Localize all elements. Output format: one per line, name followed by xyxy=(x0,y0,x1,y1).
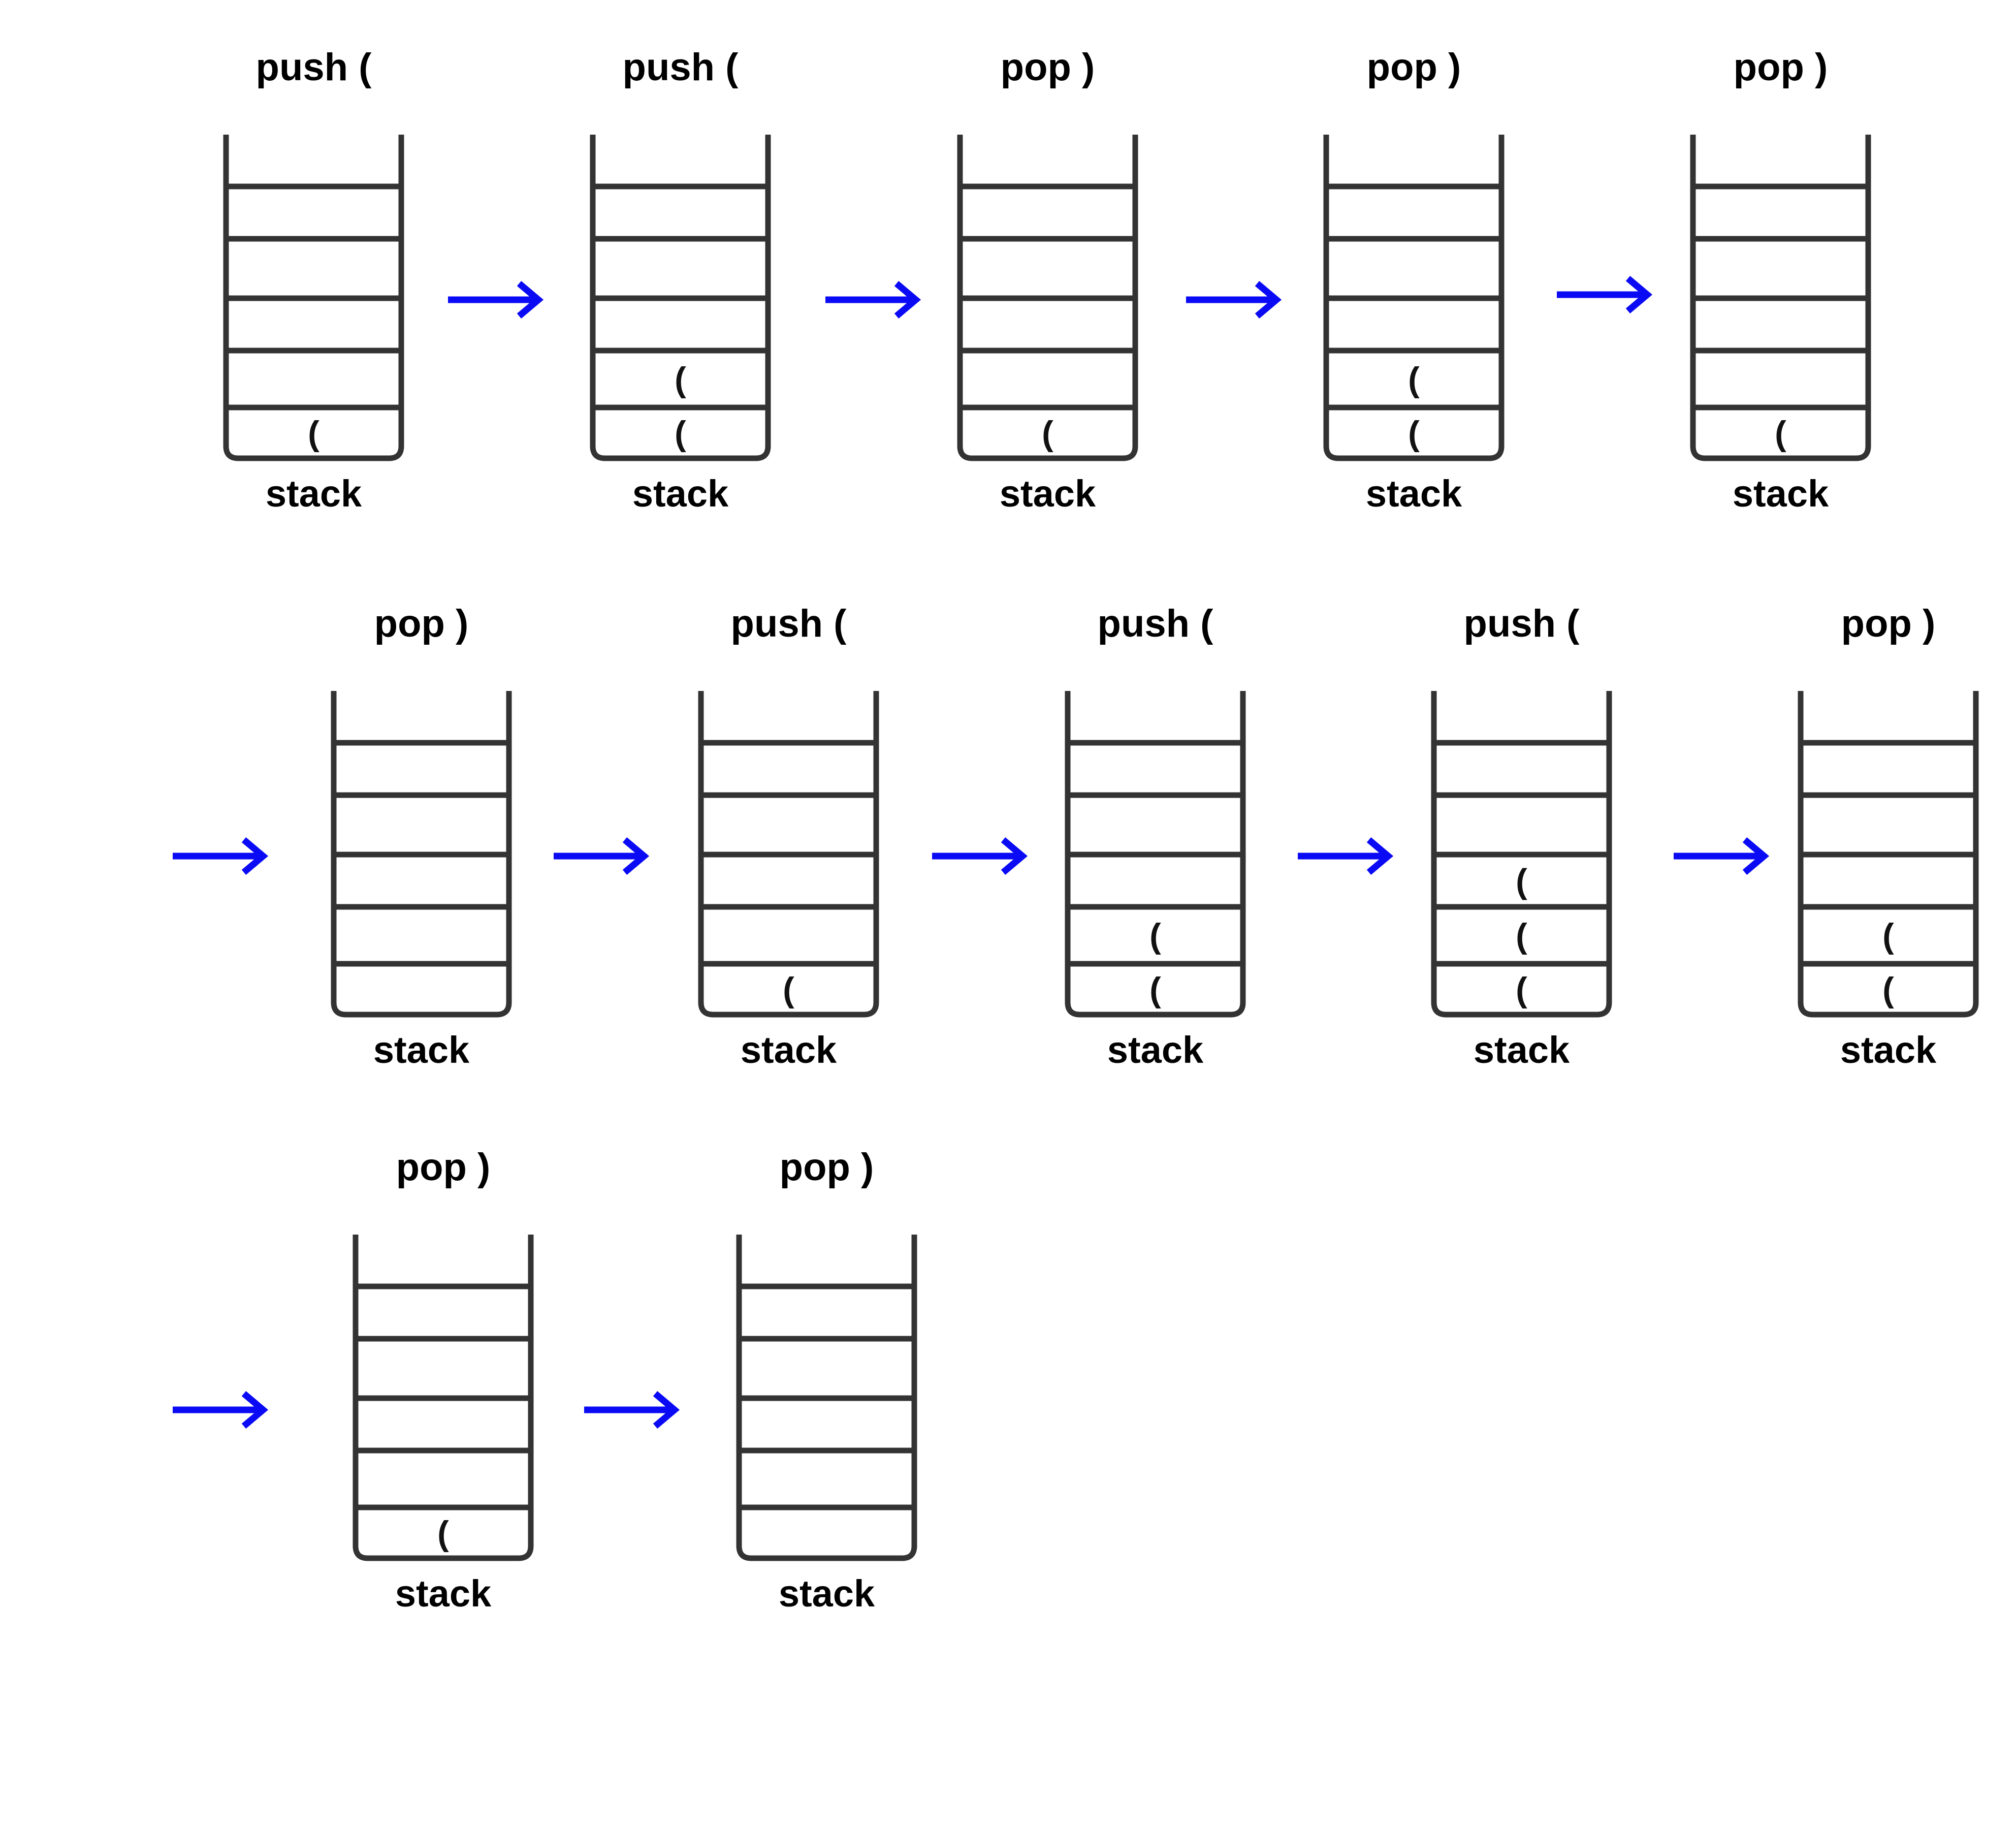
stack-container: stack xyxy=(736,1235,917,1615)
arrow-right-icon xyxy=(1557,276,1653,313)
stack-step-11: pop ) ( stack xyxy=(350,1148,625,1636)
stack-container: ( ( stack xyxy=(1798,691,1979,1071)
stack-step-4: pop ) ( ( stack xyxy=(1321,48,1595,536)
stack-step-12: pop ) stack xyxy=(734,1148,1008,1636)
stack-step-2: push ( ( ( stack xyxy=(588,48,862,536)
stack-outline xyxy=(331,691,512,1018)
stack-label: stack xyxy=(741,1029,837,1071)
stack-label: stack xyxy=(1107,1029,1204,1071)
stack-item-open-paren: ( xyxy=(675,360,686,399)
operation-label: push ( xyxy=(255,46,372,89)
stack-label: stack xyxy=(1366,472,1462,515)
stack-step-3: pop ) ( stack xyxy=(955,48,1229,536)
stack-outline xyxy=(736,1235,917,1561)
stack-outline xyxy=(957,135,1138,461)
stack-item-open-paren: ( xyxy=(1408,414,1420,453)
arrow-right-icon xyxy=(448,281,544,319)
stack-container: ( ( ( stack xyxy=(1431,691,1612,1071)
stack-container: ( stack xyxy=(957,135,1138,515)
stack-label: stack xyxy=(632,472,729,515)
stack-step-6: pop ) stack xyxy=(329,605,603,1092)
stack-item-open-paren: ( xyxy=(1516,862,1527,901)
arrow-right-icon xyxy=(1186,281,1282,319)
stack-item-open-paren: ( xyxy=(783,970,794,1009)
stack-container: ( ( stack xyxy=(1323,135,1505,515)
stack-outline xyxy=(698,691,879,1018)
stack-outline xyxy=(590,135,771,461)
operation-label: pop ) xyxy=(396,1146,491,1189)
stack-container: ( stack xyxy=(353,1235,534,1615)
arrow-right-icon xyxy=(932,837,1028,875)
stack-outline xyxy=(1065,691,1246,1018)
stack-step-5: pop ) ( stack xyxy=(1688,48,1962,536)
stack-step-9: push ( ( ( ( stack xyxy=(1429,605,1703,1092)
arrow-right-icon xyxy=(173,837,269,875)
stack-item-open-paren: ( xyxy=(1408,360,1420,399)
stack-step-10: pop ) ( ( stack xyxy=(1796,605,2016,1092)
stack-label: stack xyxy=(1474,1029,1570,1071)
stack-item-open-paren: ( xyxy=(1882,970,1894,1009)
stack-item-open-paren: ( xyxy=(1149,970,1161,1009)
arrow-right-icon xyxy=(825,281,921,319)
arrow-right-icon xyxy=(554,837,650,875)
operation-label: pop ) xyxy=(1841,602,1936,645)
stack-label: stack xyxy=(1733,472,1829,515)
stack-outline xyxy=(1690,135,1871,461)
stack-item-open-paren: ( xyxy=(675,414,686,453)
operation-label: pop ) xyxy=(1366,46,1461,89)
stack-container: stack xyxy=(331,691,512,1071)
operation-label: push ( xyxy=(1463,602,1580,645)
stack-label: stack xyxy=(373,1029,470,1071)
stack-label: stack xyxy=(1000,472,1096,515)
stack-outline xyxy=(1798,691,1979,1018)
stack-outline xyxy=(1323,135,1505,461)
arrow-right-icon xyxy=(1674,837,1770,875)
stack-item-open-paren: ( xyxy=(437,1514,449,1553)
stack-label: stack xyxy=(1840,1029,1937,1071)
stack-label: stack xyxy=(779,1572,875,1615)
stack-item-open-paren: ( xyxy=(1882,917,1894,955)
operation-label: pop ) xyxy=(1000,46,1095,89)
stack-item-open-paren: ( xyxy=(1149,917,1161,955)
stack-item-open-paren: ( xyxy=(308,414,319,453)
operation-label: push ( xyxy=(730,602,847,645)
operation-label: pop ) xyxy=(374,602,469,645)
stack-outline xyxy=(353,1235,534,1561)
stack-step-8: push ( ( ( stack xyxy=(1063,605,1337,1092)
stack-container: ( ( stack xyxy=(590,135,771,515)
stack-container: ( stack xyxy=(698,691,879,1071)
stack-outline xyxy=(1431,691,1612,1018)
operation-label: pop ) xyxy=(1733,46,1828,89)
stack-item-open-paren: ( xyxy=(1516,970,1527,1009)
arrow-right-icon xyxy=(584,1391,680,1429)
stack-outline xyxy=(223,135,404,461)
operation-label: push ( xyxy=(622,46,739,89)
stack-item-open-paren: ( xyxy=(1516,917,1527,955)
stack-step-1: push ( ( stack xyxy=(221,48,495,536)
stack-item-open-paren: ( xyxy=(1042,414,1053,453)
stack-label: stack xyxy=(395,1572,492,1615)
stack-step-7: push ( ( stack xyxy=(696,605,970,1092)
stack-container: ( stack xyxy=(223,135,404,515)
stack-item-open-paren: ( xyxy=(1775,414,1786,453)
stack-container: ( stack xyxy=(1690,135,1871,515)
operation-label: push ( xyxy=(1097,602,1213,645)
stack-container: ( ( stack xyxy=(1065,691,1246,1071)
operation-label: pop ) xyxy=(779,1146,874,1189)
arrow-right-icon xyxy=(1298,837,1394,875)
arrow-right-icon xyxy=(173,1391,269,1429)
stack-label: stack xyxy=(266,472,362,515)
